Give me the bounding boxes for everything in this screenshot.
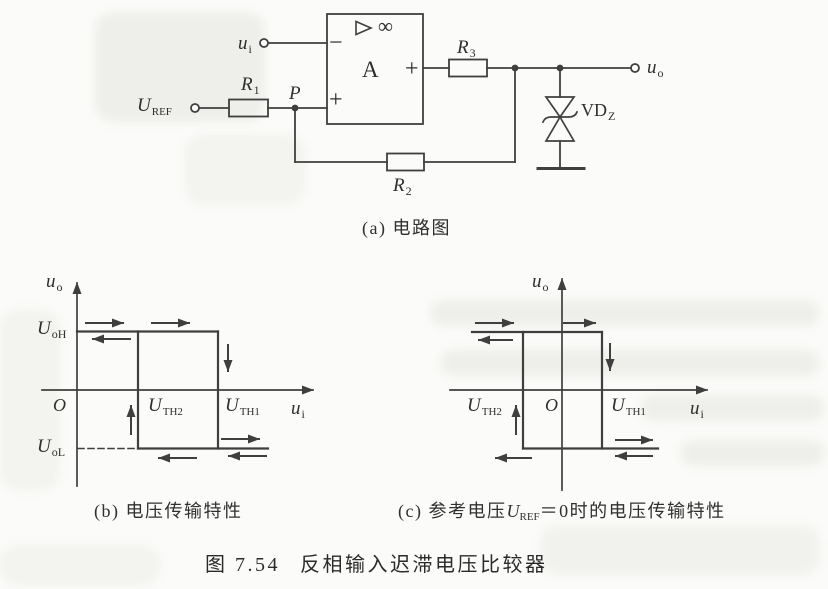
paper-show-through [640,395,825,421]
ui-label-main: u [238,33,248,54]
figure-caption: 图 7.54 反相输入迟滞电压比较器 [205,548,548,577]
b-xaxis-main: u [291,398,301,419]
b-uth1-label: UTH1 [225,395,260,418]
paper-show-through [440,350,820,376]
panel-c-caption-var-sub: REF [519,511,540,523]
r3-label: R3 [457,37,476,60]
b-uoh-label: UoH [37,318,67,341]
zener-diode-lower [544,115,576,142]
zener-cathode-bar [541,110,579,124]
b-uol-label: UoL [37,436,66,459]
c-uth1-label: UTH1 [611,395,646,418]
terminal-uo [630,63,640,73]
b-xaxis-label: ui [291,398,305,421]
panel-c-caption-prefix: (c) 参考电压 [398,501,507,521]
uo-label-sub: o [657,66,664,80]
b-xaxis-sub: i [301,407,305,421]
b-origin-label: O [53,396,66,414]
r3-label-sub: 3 [469,46,476,60]
paper-show-through [185,135,305,205]
node-p-label-text: P [289,83,301,104]
r2-label: R2 [393,175,412,198]
figure-number: 图 7.54 [205,554,280,576]
panel-a-caption: (a) 电路图 [362,218,451,238]
vdz-label: VDZ [581,100,615,122]
panel-c-caption: (c) 参考电压UREF＝0时的电压传输特性 [398,501,726,523]
terminal-ui [259,38,269,48]
r3-label-main: R [457,37,469,58]
uref-label-main: U [137,95,151,116]
c-uth1-main: U [611,395,625,416]
c-xaxis-main: u [690,398,700,419]
panel-c-caption-suffix: ＝0时的电压传输特性 [539,501,726,521]
c-yaxis-main: u [532,271,542,292]
terminal-uref [190,103,200,113]
b-uth2-sub: TH2 [162,406,183,418]
b-uol-sub: oL [51,445,66,459]
c-uth2-sub: TH2 [481,406,502,418]
ui-label-sub: i [248,42,252,56]
node-p-label: P [289,84,301,103]
opamp-triangle-icon [355,20,374,36]
node-zener-dot [556,64,564,72]
paper-show-through [430,300,820,326]
opamp-output-sign: + [405,56,419,82]
c-yaxis-sub: o [542,280,549,294]
resistor-r1-body [228,98,269,118]
paper-show-through [0,545,160,585]
r1-label-main: R [241,74,253,95]
opamp-box [326,13,424,125]
c-uth2-label: UTH2 [467,395,502,418]
b-uth1-main: U [225,395,239,416]
c-xaxis-sub: i [700,407,704,421]
r2-label-sub: 2 [405,184,412,198]
b-uth1-sub: TH1 [239,406,260,418]
opamp-inverting-sign: − [329,30,343,56]
resistor-r2-body [386,152,425,172]
c-uth1-sub: TH1 [625,406,646,418]
panel-c-caption-var-main: U [506,501,520,521]
paper-show-through [540,525,820,575]
vdz-label-sub: Z [608,109,616,123]
opamp-infinity-gain: ∞ [378,14,393,38]
paper-show-through [0,310,60,490]
c-origin-label: O [545,396,558,414]
uref-label: UREF [137,95,172,118]
paper-show-through [95,12,265,122]
uo-label: uo [647,57,664,80]
r1-label: R1 [241,74,260,97]
c-origin-text: O [545,395,558,415]
c-uth2-main: U [467,395,481,416]
zener-diode-upper [544,96,576,119]
transfer-curve-c [449,278,708,491]
opamp-noninverting-sign: + [329,87,343,113]
circuit-diagram [190,13,640,172]
panel-b-caption: (b) 电压传输特性 [94,501,243,521]
b-origin-text: O [53,395,66,415]
node-feedback-dot [511,64,519,72]
b-uth2-label: UTH2 [148,395,183,418]
vdz-label-main: VD [581,100,607,120]
b-yaxis-label: uo [46,271,63,294]
c-xaxis-label: ui [690,398,704,421]
uref-label-sub: REF [151,106,172,118]
b-yaxis-sub: o [56,280,63,294]
ui-label: ui [238,33,252,56]
resistor-r3-body [448,58,488,78]
node-p-dot [291,104,299,112]
transfer-curve-b [41,282,314,487]
b-uoh-sub: oH [51,327,67,341]
b-uth2-main: U [148,395,162,416]
uo-label-main: u [647,57,657,78]
paper-show-through [680,440,825,466]
b-yaxis-main: u [46,271,56,292]
r2-label-main: R [393,175,405,196]
b-uol-main: U [37,436,51,457]
c-yaxis-label: uo [532,271,549,294]
opamp-name-label: A [362,57,379,82]
r1-label-sub: 1 [253,83,260,97]
figure-title: 反相输入迟滞电压比较器 [300,554,548,576]
b-uoh-main: U [37,318,51,339]
